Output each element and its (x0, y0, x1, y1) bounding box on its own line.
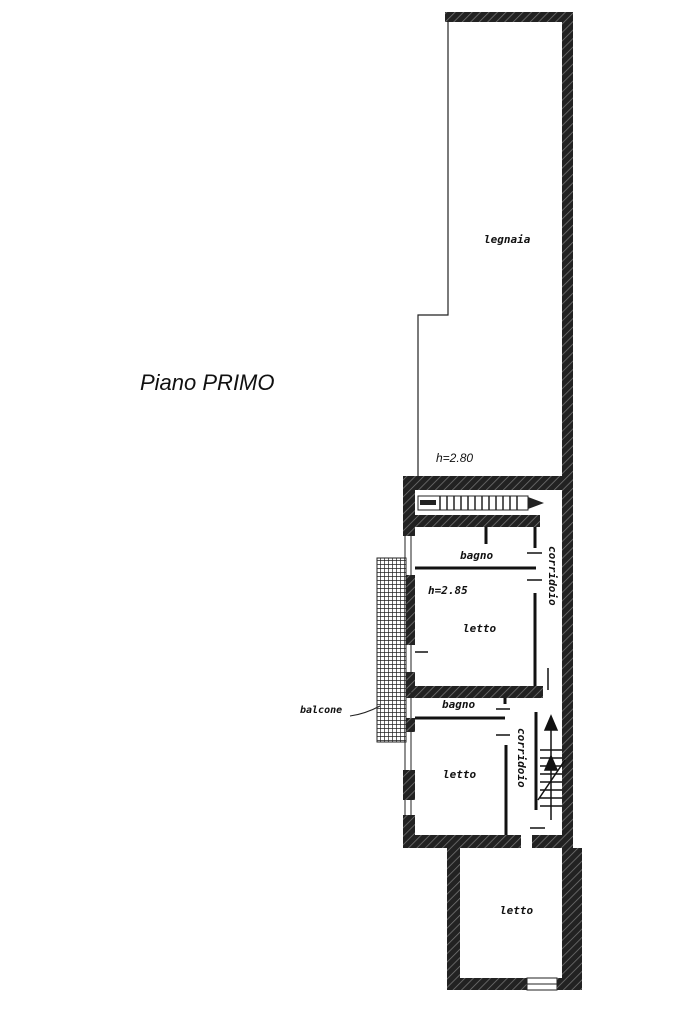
room-label-letto-1: letto (463, 622, 496, 635)
balcony (376, 557, 407, 743)
legnaia-walls (417, 12, 573, 988)
room-label-corridoio-2: corridoio (515, 728, 528, 788)
room-label-balcone: balcone (300, 705, 342, 716)
stair-top (417, 495, 544, 511)
room-label-bagno-1: bagno (460, 549, 493, 562)
balcony-leader-line (349, 705, 381, 717)
room-label-letto-3: letto (500, 904, 533, 917)
plan-title: Piano PRIMO (140, 370, 275, 395)
bottom-room-walls (447, 848, 582, 991)
partitions (415, 527, 549, 835)
room-label-letto-2: letto (443, 768, 476, 781)
room-label-corridoio-1: corridoio (546, 546, 559, 606)
height-label-letto-1: h=2.85 (428, 584, 468, 597)
room-label-bagno-2: bagno (442, 698, 475, 711)
height-label-legnaia: h=2.80 (436, 451, 473, 465)
stair-lower (530, 712, 566, 829)
apartment-walls (403, 476, 573, 848)
room-label-legnaia: legnaia (484, 233, 531, 246)
